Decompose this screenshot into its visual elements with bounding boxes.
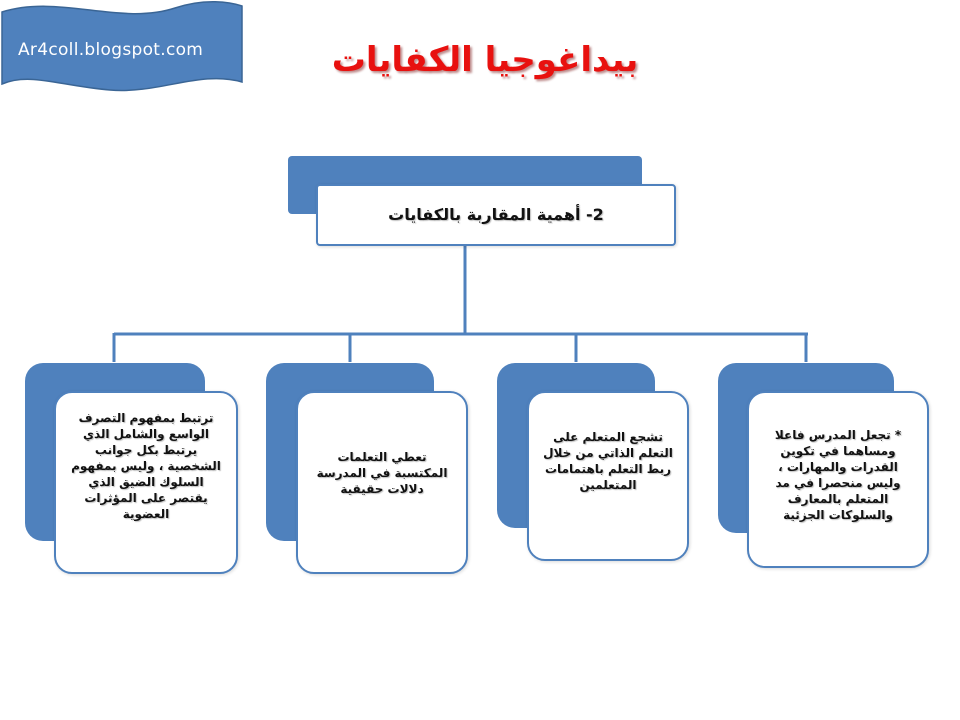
child-node-2: تشجع المتعلم على التعلم الذاتي من خلال ر… [527, 391, 689, 561]
child-node-4: ترتبط بمفهوم التصرف الواسع والشامل الذي … [54, 391, 238, 574]
child-node-1-label: * تجعل المدرس فاعلا ومساهما في تكوين الق… [774, 427, 902, 522]
blog-url: Ar4coll.blogspot.com [18, 40, 204, 60]
child-node-1: * تجعل المدرس فاعلا ومساهما في تكوين الق… [747, 391, 929, 568]
root-node: 2- أهمية المقاربة بالكفايات [316, 184, 676, 246]
child-node-4-label: ترتبط بمفهوم التصرف الواسع والشامل الذي … [71, 410, 221, 521]
child-node-3: تعطي التعلمات المكتسبة في المدرسة دلالات… [296, 391, 468, 574]
child-node-2-label: تشجع المتعلم على التعلم الذاتي من خلال ر… [543, 430, 673, 492]
root-node-label: 2- أهمية المقاربة بالكفايات [388, 205, 604, 224]
page-title: بيداغوجيا الكفايات [331, 40, 639, 80]
child-node-3-label: تعطي التعلمات المكتسبة في المدرسة دلالات… [316, 449, 448, 496]
blog-banner [1, 0, 243, 92]
